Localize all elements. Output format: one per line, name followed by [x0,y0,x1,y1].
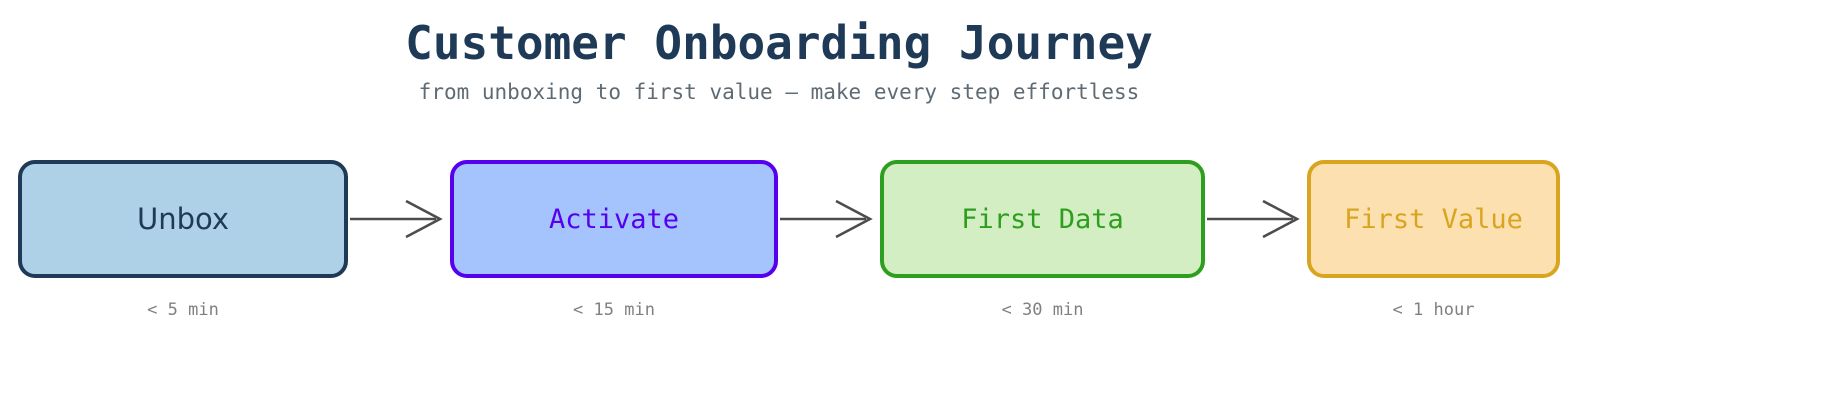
flow-node-label: Unbox [136,201,230,236]
flow-diagram: Unbox < 5 min Activate < 15 min [18,160,1560,319]
page-subtitle: from unboxing to first value – make ever… [418,80,1140,105]
arrow-right-icon [780,199,873,239]
flow-node-activate[interactable]: Activate [450,160,778,278]
flow-stage-unbox: Unbox < 5 min [18,160,348,319]
flow-stage-first-value: First Value < 1 hour [1307,160,1560,319]
flow-node-first-value[interactable]: First Value [1307,160,1560,278]
header: Customer Onboarding Journey from unboxin… [0,0,1558,105]
flow-node-label: Activate [548,203,680,235]
arrow-right-icon [1207,199,1300,239]
flow-stage-activate: Activate < 15 min [450,160,778,319]
flow-node-label: First Value [1344,203,1523,235]
flow-node-unbox[interactable]: Unbox [18,160,348,278]
arrow-right-icon [350,199,443,239]
flow-node-caption: < 1 hour [1392,300,1475,320]
flow-arrow-activate-to-first-data [778,160,880,278]
flow-arrow-first-data-to-first-value [1205,160,1307,278]
flow-node-caption: < 30 min [1001,300,1084,320]
flow-stage-first-data: First Data < 30 min [880,160,1205,319]
flow-node-label: First Data [961,203,1124,235]
flow-node-caption: < 15 min [573,300,655,320]
page-title: Customer Onboarding Journey [405,16,1153,70]
flow-arrow-unbox-to-activate [348,160,450,278]
flow-node-first-data[interactable]: First Data [880,160,1205,278]
flow-node-caption: < 5 min [147,300,219,320]
